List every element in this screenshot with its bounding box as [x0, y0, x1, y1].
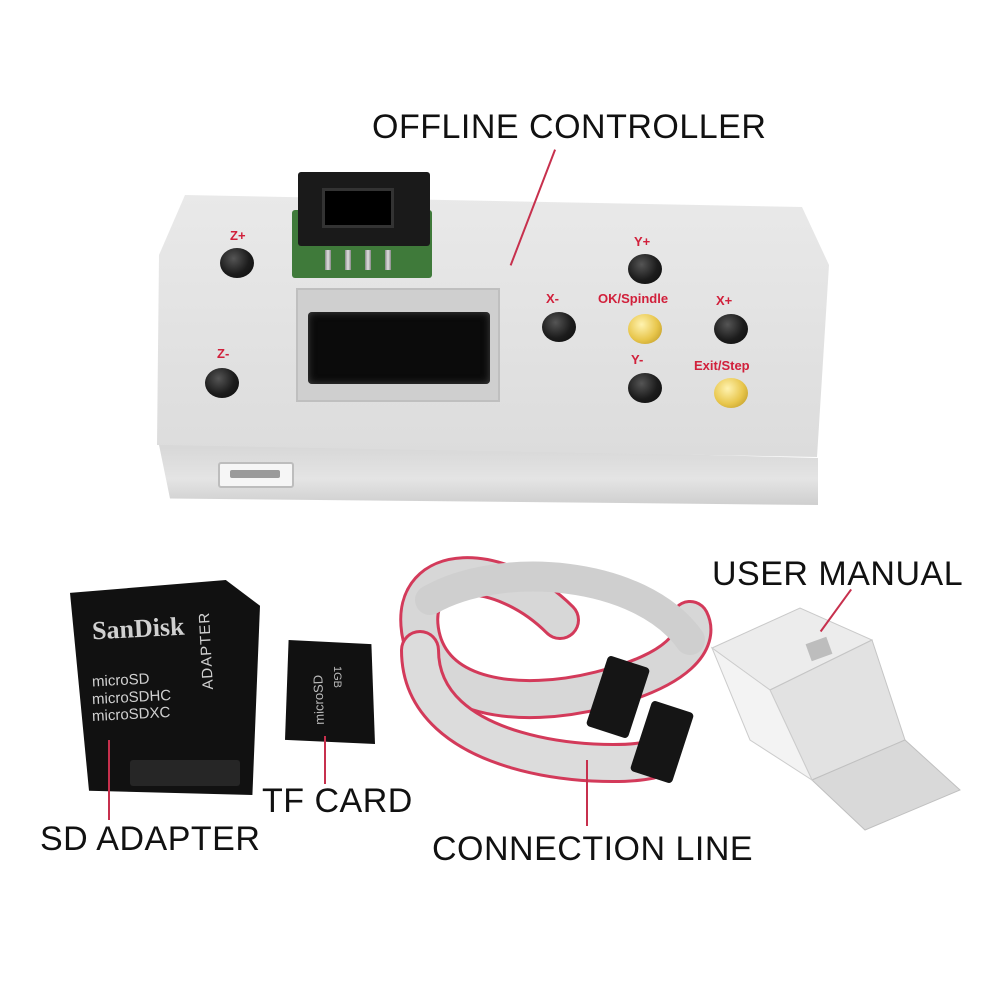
callout-tf-card: TF CARD [262, 782, 413, 820]
callout-user-manual: USER MANUAL [712, 555, 964, 593]
leader-sd-adapter [108, 740, 110, 820]
label-y-plus: Y+ [634, 234, 651, 249]
leader-tf-card [324, 736, 326, 784]
label-ok-spindle: OK/Spindle [598, 291, 669, 306]
button-z-plus[interactable] [220, 248, 254, 278]
cable-connector-1 [586, 656, 650, 738]
label-z-plus: Z+ [230, 228, 246, 243]
button-y-minus[interactable] [628, 373, 662, 403]
manual-page-4 [710, 646, 814, 782]
manual-qr [805, 636, 833, 662]
cable-connector-2 [630, 701, 694, 783]
header-pins [325, 250, 405, 270]
pin-header-slot [322, 188, 394, 228]
button-z-minus[interactable] [205, 368, 239, 398]
sd-adapter-slot [130, 760, 240, 786]
lcd-screen [308, 312, 490, 384]
button-y-plus[interactable] [628, 254, 662, 284]
label-exit-step: Exit/Step [694, 358, 750, 373]
sd-adapter [70, 580, 260, 795]
callout-offline-controller: OFFLINE CONTROLLER [372, 108, 767, 146]
callout-sd-adapter: SD ADAPTER [40, 820, 261, 858]
label-y-minus: Y- [631, 352, 644, 367]
button-x-plus[interactable] [714, 314, 748, 344]
callout-connection-line: CONNECTION LINE [432, 830, 754, 868]
manual-page-3 [811, 739, 961, 831]
button-exit-step[interactable] [714, 378, 748, 408]
button-ok-spindle[interactable] [628, 314, 662, 344]
label-z-minus: Z- [217, 346, 230, 361]
usb-port [218, 462, 294, 488]
cable-upper-run [415, 561, 705, 655]
tf-card [285, 640, 375, 744]
label-x-minus: X- [546, 291, 559, 306]
label-x-plus: X+ [716, 293, 733, 308]
leader-connection-line [586, 760, 588, 826]
button-x-minus[interactable] [542, 312, 576, 342]
